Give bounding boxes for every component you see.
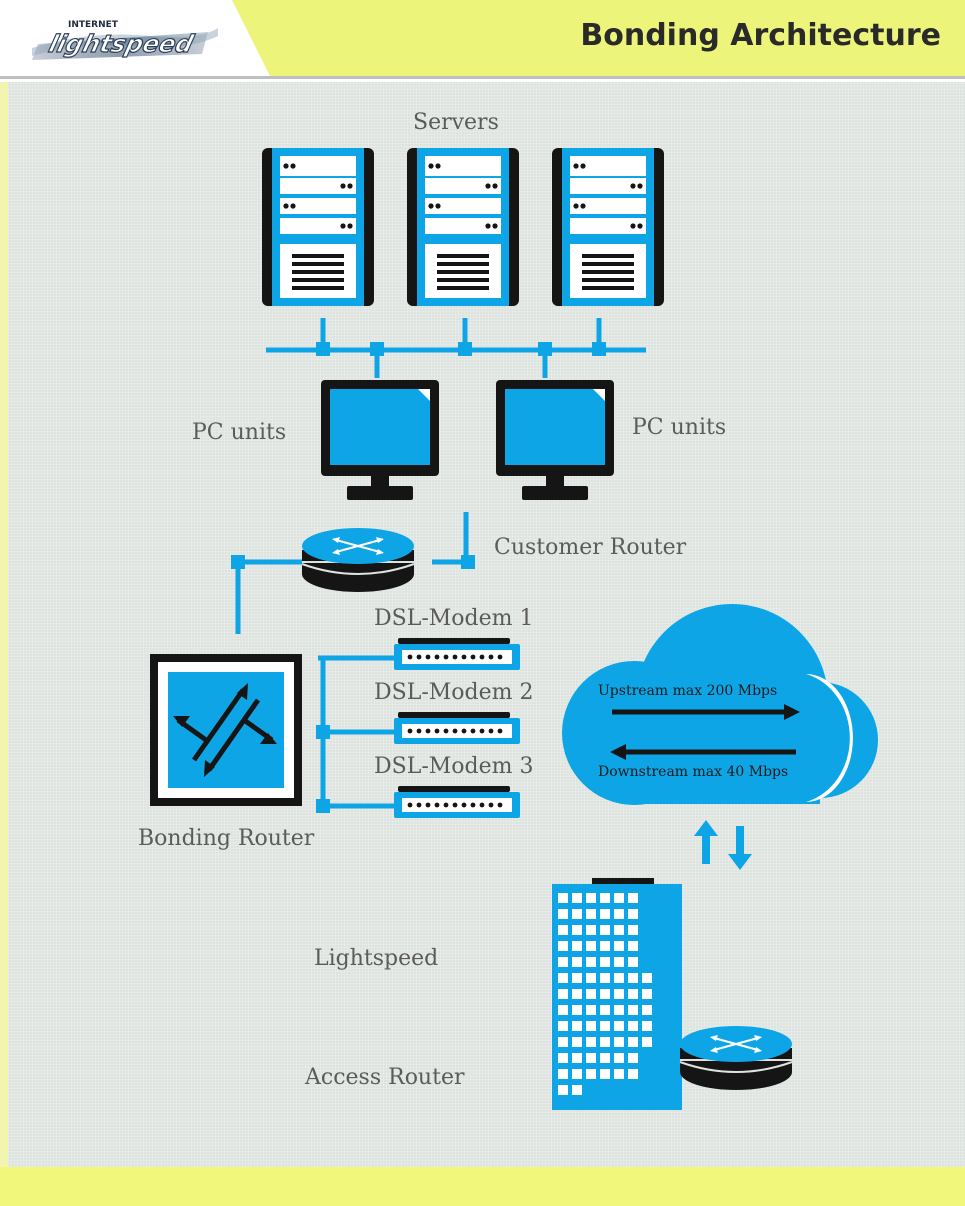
pc-monitor-icon-right	[496, 380, 614, 500]
server-icon-1	[262, 148, 374, 306]
dsl-modem-2-label: DSL-Modem 2	[374, 680, 534, 705]
header: INTERNET lightspeed Bonding Architecture	[0, 0, 965, 80]
lightspeed-label: Lightspeed	[314, 946, 439, 971]
dsl-modem-3-label: DSL-Modem 3	[374, 754, 534, 779]
cloud-uplink-arrows-icon	[694, 820, 752, 870]
upstream-arrow	[612, 704, 800, 720]
footer-band	[0, 1167, 965, 1206]
pc-units-label-left: PC units	[192, 420, 287, 445]
logo-top-text: INTERNET	[68, 20, 119, 30]
customer-router-connector	[231, 512, 475, 634]
customer-router-icon	[301, 527, 415, 593]
header-divider	[0, 76, 965, 79]
upstream-label: Upstream max 200 Mbps	[598, 683, 778, 699]
dsl-modem-icon-3	[394, 786, 520, 818]
bonding-router-icon	[150, 654, 302, 806]
lightspeed-logo: INTERNET lightspeed	[32, 20, 218, 60]
modem-bus-connector	[316, 655, 394, 813]
pc-units-label-right: PC units	[632, 415, 727, 440]
dsl-modem-1-label: DSL-Modem 1	[374, 606, 534, 631]
dsl-modem-icon-2	[394, 712, 520, 744]
server-icon-2	[407, 148, 519, 306]
page-title: Bonding Architecture	[580, 18, 941, 53]
servers-label: Servers	[413, 110, 499, 135]
server-icon-3	[552, 148, 664, 306]
downstream-label: Downstream max 40 Mbps	[598, 764, 789, 780]
dsl-modem-icon-1	[394, 638, 520, 670]
side-stripe	[0, 82, 8, 1167]
bonding-router-label: Bonding Router	[138, 826, 315, 851]
lightspeed-building-icon	[552, 878, 682, 1110]
customer-router-label: Customer Router	[494, 535, 687, 560]
access-router-label: Access Router	[305, 1065, 465, 1090]
access-router-icon	[679, 1025, 793, 1091]
downstream-arrow	[610, 744, 796, 760]
pc-monitor-icon-left	[321, 380, 439, 500]
internet-cloud-icon	[562, 604, 878, 805]
server-bus-connector	[266, 318, 646, 378]
logo-main-text: lightspeed	[46, 29, 197, 58]
